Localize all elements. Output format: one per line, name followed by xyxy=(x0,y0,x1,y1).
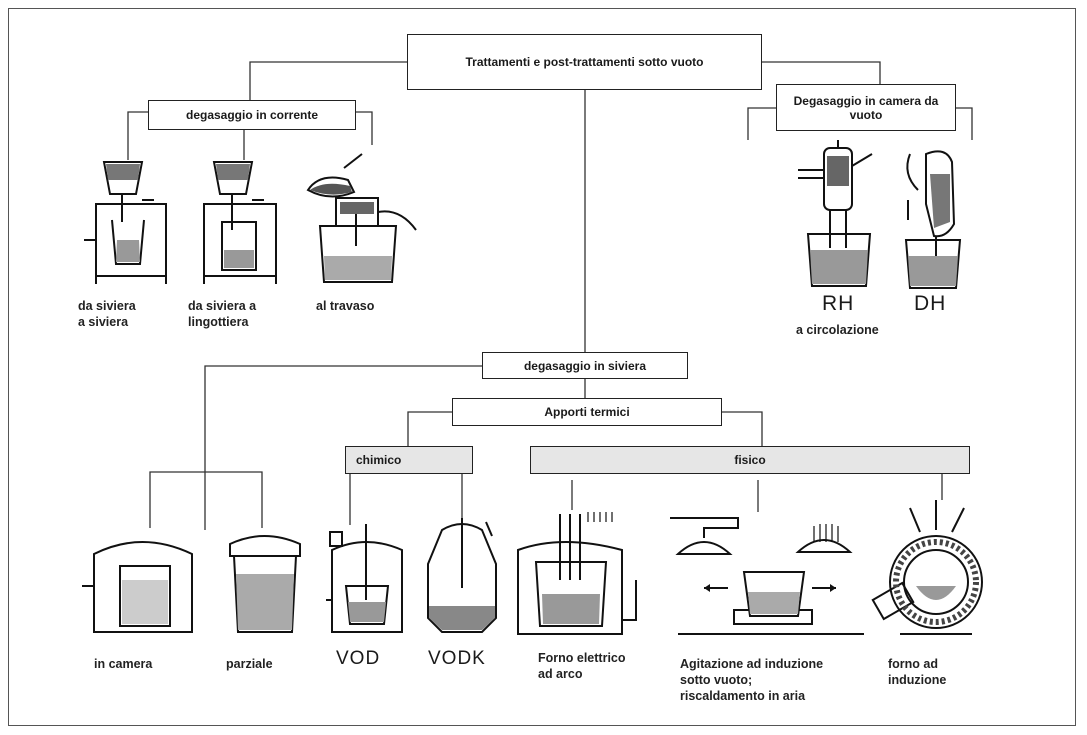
label-vodk: VODK xyxy=(428,648,486,669)
node-apporti: Apporti termici xyxy=(452,398,722,426)
label-forno-elettrico: Forno elettrico ad arco xyxy=(538,651,626,681)
partial-vacuum-icon xyxy=(229,535,301,633)
node-camera-vuoto: Degasaggio in camera da vuoto xyxy=(776,84,956,131)
vacuum-chamber-icon xyxy=(82,541,193,633)
label-dh: DH xyxy=(914,292,947,315)
node-corrente: degasaggio in corrente xyxy=(148,100,356,130)
induction-stirring-icon xyxy=(670,517,864,635)
node-root: Trattamenti e post-trattamenti sotto vuo… xyxy=(407,34,762,90)
node-chimico: chimico xyxy=(345,446,473,474)
label-siviera-a-lingottiera: da siviera a lingottiera xyxy=(188,299,257,329)
label-siviera-a-siviera: da siviera a siviera xyxy=(78,299,136,329)
rh-degasser-icon xyxy=(798,140,873,287)
label-in-camera: in camera xyxy=(94,657,153,671)
label-agitazione: Agitazione ad induzione sotto vuoto; ris… xyxy=(680,657,824,703)
ladle-to-ingot-icon xyxy=(203,161,277,284)
label-forno-induzione: forno ad induzione xyxy=(888,657,947,687)
label-travaso: al travaso xyxy=(316,299,375,313)
label-circolazione: a circolazione xyxy=(796,323,879,337)
node-fisico: fisico xyxy=(530,446,970,474)
dh-degasser-icon xyxy=(904,150,962,289)
vod-icon xyxy=(326,524,403,633)
ladle-to-ladle-icon xyxy=(84,161,167,284)
vodk-icon xyxy=(427,518,497,633)
node-siviera: degasaggio in siviera xyxy=(482,352,688,379)
transfer-icon xyxy=(306,153,417,283)
label-vod: VOD xyxy=(336,648,381,669)
diagram-frame xyxy=(8,8,1076,726)
label-parziale: parziale xyxy=(226,657,273,671)
induction-furnace-icon xyxy=(871,500,983,635)
label-rh: RH xyxy=(822,292,855,315)
electric-arc-furnace-icon xyxy=(517,512,637,635)
